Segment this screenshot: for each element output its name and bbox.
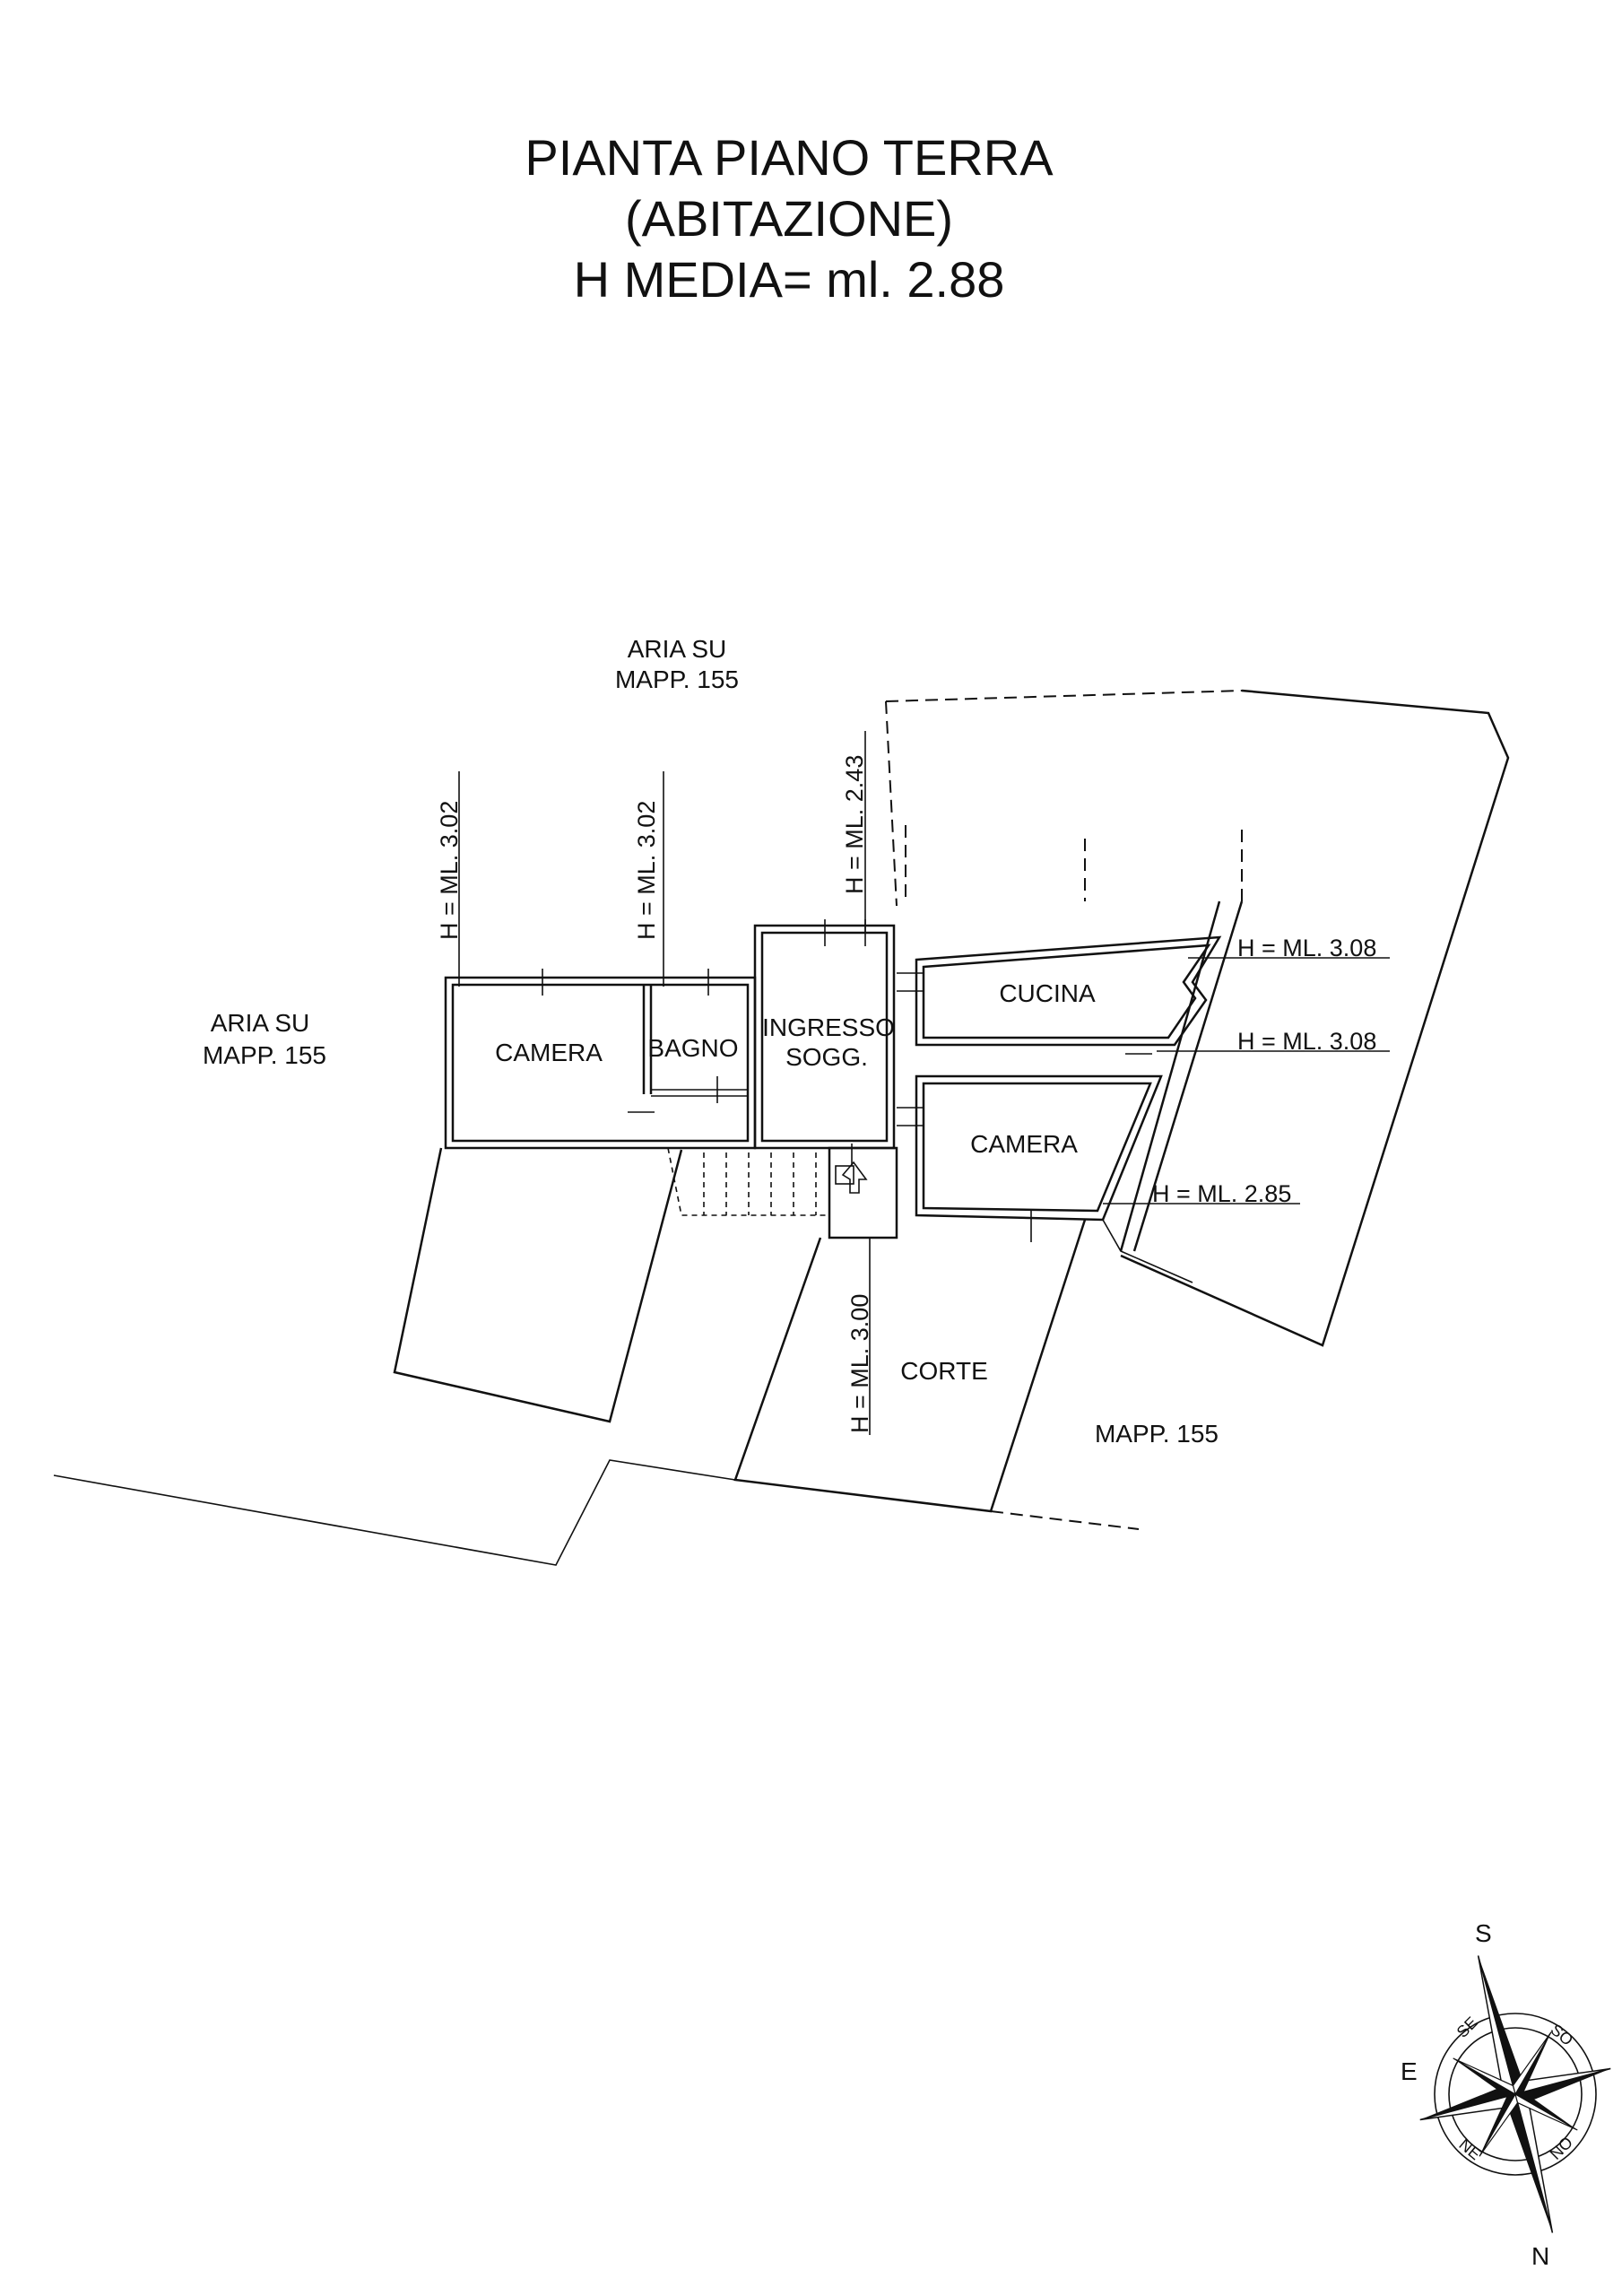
title-line-3: H MEDIA= ml. 2.88 (574, 251, 1005, 308)
compass-rose: S N E SE SO NE NO (1401, 1919, 1611, 2270)
compass-so: SO (1547, 2021, 1576, 2049)
entry-step (828, 1146, 898, 1239)
compass-e: E (1401, 2057, 1418, 2085)
room-camera-left: CAMERA (495, 1039, 603, 1066)
stairs (667, 1147, 829, 1216)
height-ingresso: H = ML. 2.43 (841, 755, 868, 894)
height-camera-right: H = ML. 2.85 (1152, 1180, 1291, 1207)
compass-ne: NE (1455, 2135, 1484, 2163)
aria-top-label-1: ARIA SU (628, 635, 726, 663)
wall-cucina (915, 935, 1222, 1047)
aria-left-label-2: MAPP. 155 (203, 1041, 326, 1069)
courtyard-lines (53, 1147, 1140, 1566)
title-line-2: (ABITAZIONE) (625, 190, 953, 247)
height-labels: H = ML. 3.02 H = ML. 3.02 H = ML. 2.43 H… (436, 755, 1376, 1433)
building-walls (444, 900, 1244, 1283)
room-bagno: BAGNO (647, 1034, 738, 1062)
compass-n: N (1531, 2242, 1549, 2270)
compass-se: SE (1453, 2013, 1481, 2041)
title-line-1: PIANTA PIANO TERRA (525, 129, 1054, 186)
compass-outer-ring (1434, 2013, 1597, 2176)
room-labels: CAMERA BAGNO INGRESSO SOGG. CUCINA CAMER… (495, 979, 1096, 1158)
height-bagno: H = ML. 3.02 (633, 801, 660, 940)
height-cucina-1: H = ML. 3.08 (1237, 935, 1376, 961)
room-camera-right: CAMERA (970, 1130, 1078, 1158)
height-corte: H = ML. 3.00 (846, 1294, 873, 1433)
height-lines (458, 731, 1390, 1435)
height-camera-left: H = ML. 3.02 (436, 801, 463, 940)
aria-left-label-1: ARIA SU (211, 1009, 309, 1037)
plot-boundary-upper (885, 689, 1510, 1347)
compass-s: S (1475, 1919, 1492, 1947)
room-cucina: CUCINA (999, 979, 1096, 1007)
room-ingresso-1: INGRESSO (762, 1013, 895, 1041)
corte-label: CORTE (900, 1357, 988, 1385)
area-labels: ARIA SU MAPP. 155 ARIA SU MAPP. 155 MAPP… (203, 635, 1219, 1448)
mapp-right-label: MAPP. 155 (1095, 1420, 1219, 1448)
aria-top-label-2: MAPP. 155 (615, 665, 739, 693)
compass-no: NO (1547, 2134, 1576, 2163)
height-cucina-2: H = ML. 3.08 (1237, 1028, 1376, 1055)
title-block: PIANTA PIANO TERRA (ABITAZIONE) H MEDIA=… (525, 129, 1054, 308)
room-ingresso-2: SOGG. (785, 1043, 868, 1071)
